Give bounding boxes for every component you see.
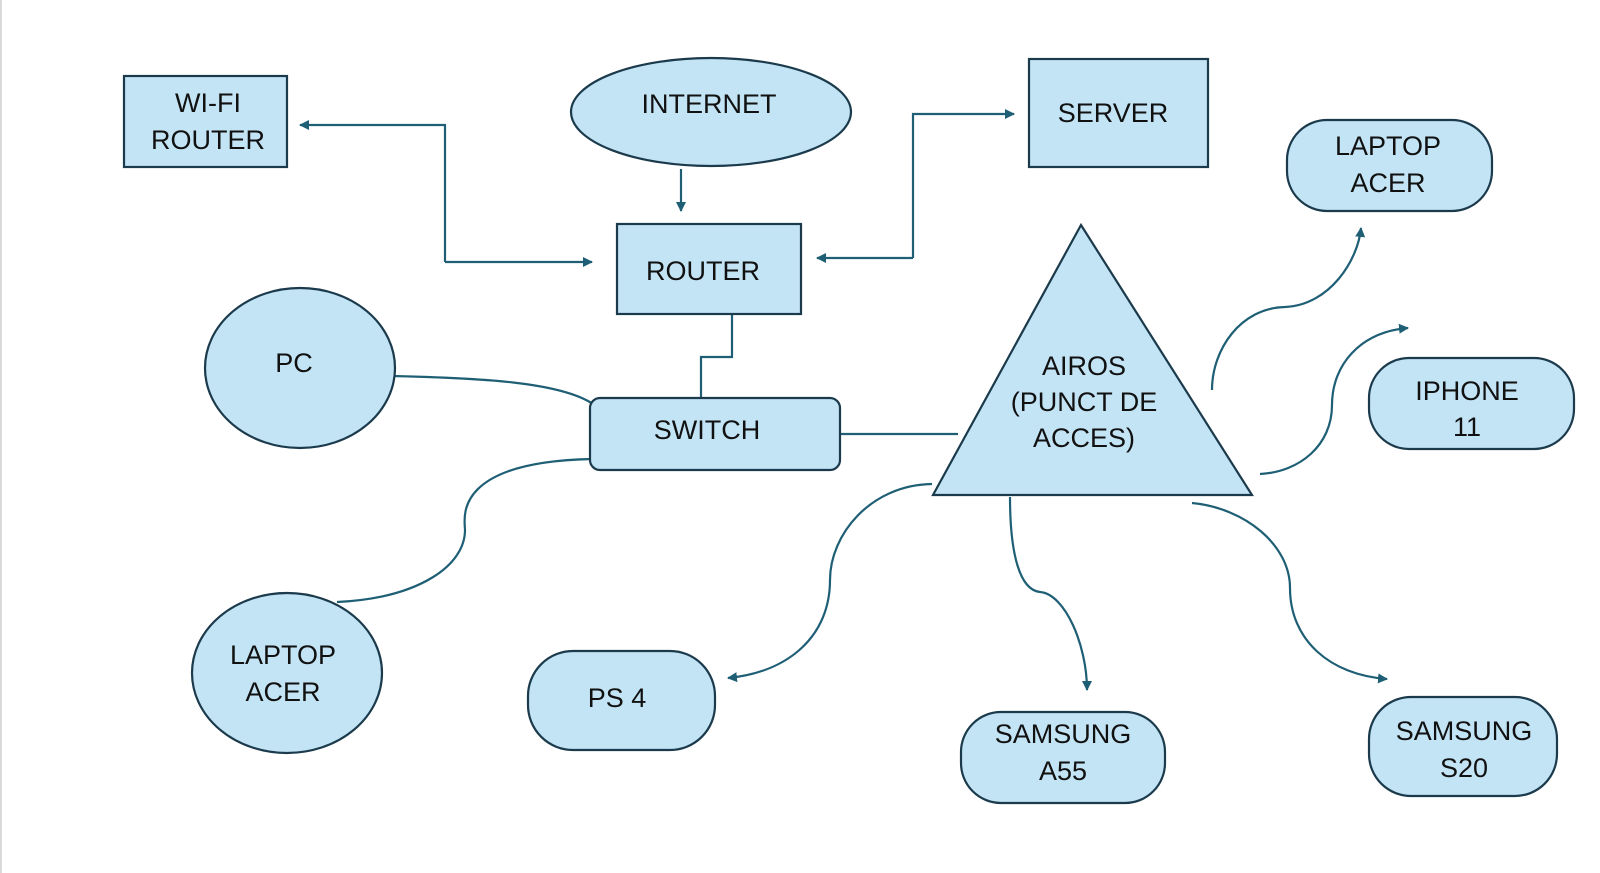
laptop-acer-left-label-line1: LAPTOP: [230, 640, 336, 670]
router-label: ROUTER: [646, 256, 760, 286]
connector-airos-samsung-a55: [1008, 496, 1092, 691]
connector-wifi-router-router: [299, 120, 447, 262]
connector-airos-laptop-top: [1210, 227, 1366, 391]
server-label: SERVER: [1058, 98, 1169, 128]
samsung-a55-label-line1: SAMSUNG: [995, 719, 1132, 749]
ps4-node: PS 4: [526, 649, 717, 752]
switch-node: SWITCH: [588, 396, 842, 472]
internet-label: INTERNET: [642, 89, 777, 119]
airos-access-point-node: AIROS (PUNCT DE ACCES): [931, 222, 1254, 497]
connector-pc-switch: [391, 374, 594, 405]
page-left-border: [0, 0, 2, 873]
server-node: SERVER: [1027, 57, 1210, 169]
samsung-s20-node: SAMSUNG S20: [1367, 695, 1559, 798]
samsung-a55-node: SAMSUNG A55: [959, 710, 1167, 805]
pc-node: PC: [203, 286, 397, 450]
laptop-acer-top-label-line1: LAPTOP: [1335, 131, 1441, 161]
laptop-acer-top-label-line2: ACER: [1350, 168, 1425, 198]
wifi-router-label-line2: ROUTER: [151, 125, 265, 155]
samsung-s20-label-line1: SAMSUNG: [1396, 716, 1533, 746]
connector-airos-ps4: [727, 482, 933, 683]
connector-airos-samsung-s20: [1191, 501, 1388, 684]
connector-router-server: [911, 109, 1015, 258]
laptop-acer-top-node: LAPTOP ACER: [1285, 118, 1494, 213]
iphone-label-line2: 11: [1453, 412, 1481, 442]
router-node: ROUTER: [615, 222, 803, 316]
samsung-s20-label-line2: S20: [1440, 753, 1488, 783]
airos-label-line1: AIROS: [1042, 351, 1126, 381]
iphone-label-line1: IPHONE: [1415, 376, 1519, 406]
connector-switch-laptop-left: [336, 457, 593, 604]
switch-label: SWITCH: [654, 415, 760, 445]
iphone-node: IPHONE 11: [1367, 356, 1576, 451]
airos-label-line3: ACCES): [1033, 423, 1135, 453]
samsung-a55-label-line2: A55: [1039, 756, 1087, 786]
wifi-router-label-line1: WI-FI: [175, 88, 241, 118]
laptop-acer-left-label-line2: ACER: [245, 677, 320, 707]
laptop-acer-left-node: LAPTOP ACER: [190, 591, 384, 755]
ps4-label: PS 4: [588, 683, 647, 713]
airos-label-line2: (PUNCT DE: [1011, 387, 1158, 417]
connector-airos-iphone: [1259, 323, 1409, 476]
wifi-router-node: WI-FI ROUTER: [122, 74, 289, 169]
internet-node: INTERNET: [569, 56, 853, 168]
connector-router-switch: [699, 314, 734, 398]
pc-label: PC: [275, 348, 313, 378]
